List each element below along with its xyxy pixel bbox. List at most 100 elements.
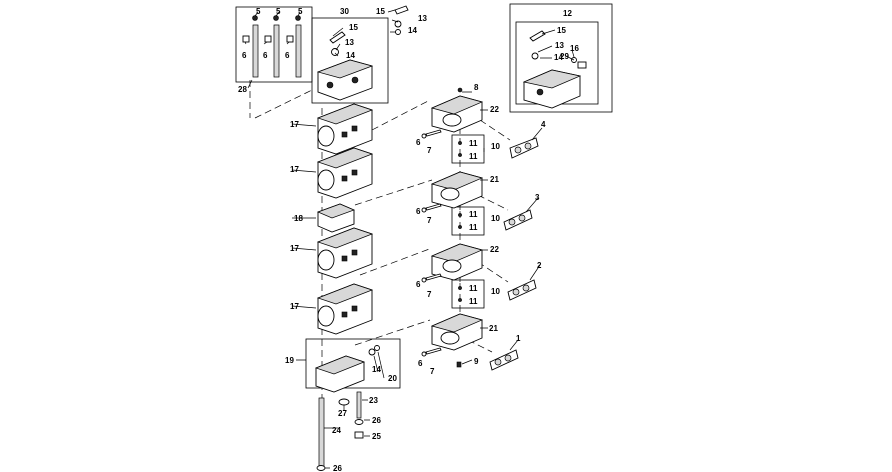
work-section-21-upper [430, 171, 484, 209]
washer-26 [354, 419, 364, 425]
gasket-3 [503, 209, 533, 231]
callout-1: 1 [516, 334, 521, 343]
work-section-21-lower [430, 313, 484, 368]
callout-23: 23 [369, 396, 378, 405]
callout-6a: 6 [242, 51, 247, 60]
callout-7c: 7 [427, 290, 432, 299]
valve-section-2 [316, 147, 374, 199]
nut-25 [354, 431, 364, 439]
callout-11f: 11 [469, 297, 478, 306]
callout-4: 4 [541, 120, 546, 129]
valve-section-4 [316, 283, 374, 335]
callout-14d: 14 [372, 365, 381, 374]
callout-27: 27 [338, 409, 347, 418]
assembly-line-top [254, 89, 313, 119]
callout-2: 2 [537, 261, 542, 270]
callout-17d: 17 [290, 302, 299, 311]
callout-6b: 6 [263, 51, 268, 60]
callout-22b: 22 [490, 245, 499, 254]
callout-26a: 26 [372, 416, 381, 425]
callout-11a: 11 [469, 139, 478, 148]
short-stud [356, 391, 362, 419]
bolt-set-2 [421, 203, 442, 213]
callout-19: 19 [285, 356, 294, 365]
seal-kit-box-1 [451, 134, 485, 164]
callout-12: 12 [563, 9, 572, 18]
callout-6d: 6 [416, 138, 421, 147]
callout-6c: 6 [285, 51, 290, 60]
gasket-1 [489, 349, 519, 371]
valve-section-1 [316, 103, 374, 155]
valve-section-3 [316, 227, 374, 279]
callout-10a: 10 [491, 142, 500, 151]
callout-3: 3 [535, 193, 540, 202]
callout-13c: 13 [555, 41, 564, 50]
callout-11e: 11 [469, 284, 478, 293]
assembly-line-22b [359, 247, 433, 276]
callout-15b: 15 [376, 7, 385, 16]
callout-26b: 26 [333, 464, 342, 472]
seal-kit-box-2 [451, 206, 485, 236]
assembly-line-21b [354, 319, 431, 346]
callout-6e: 6 [416, 207, 421, 216]
callout-6f: 6 [416, 280, 421, 289]
callout-13a: 13 [345, 38, 354, 47]
callout-7d: 7 [430, 367, 435, 376]
callout-11c: 11 [469, 210, 478, 219]
callout-17a: 17 [290, 120, 299, 129]
callout-30: 30 [340, 7, 349, 16]
callout-29: 29 [560, 52, 569, 61]
callout-11b: 11 [469, 152, 478, 161]
long-tie-rod [318, 397, 325, 467]
tie-rod-group-2 [264, 15, 280, 78]
seal-studs [458, 141, 462, 302]
callout-14a: 14 [346, 51, 355, 60]
callout-18: 18 [294, 214, 303, 223]
callout-5b: 5 [276, 7, 281, 16]
callout-16: 16 [570, 44, 579, 53]
work-section-22-top [430, 87, 484, 133]
callout-9: 9 [474, 357, 479, 366]
assembly-line-22a [371, 99, 431, 131]
assembly-line-21a [354, 179, 433, 206]
gasket-2 [507, 279, 537, 301]
callout-28: 28 [238, 85, 247, 94]
gasket-4 [509, 137, 539, 159]
callout-7a: 7 [427, 146, 432, 155]
assembly-line-3 [477, 194, 509, 211]
callout-11d: 11 [469, 223, 478, 232]
tie-rod-group-1 [242, 15, 259, 78]
alt-inlet-cover [522, 30, 587, 109]
callout-25: 25 [372, 432, 381, 441]
callout-10c: 10 [491, 287, 500, 296]
alt-cover-kit-box [509, 3, 613, 113]
callout-8: 8 [474, 83, 479, 92]
callout-14b: 14 [408, 26, 417, 35]
callout-13b: 13 [418, 14, 427, 23]
callout-21a: 21 [490, 175, 499, 184]
inlet-cover-kit-box [311, 17, 389, 104]
end-cover-kit-box [305, 338, 401, 389]
work-section-22-lower [430, 243, 484, 281]
bolt-set-4 [421, 347, 442, 357]
callout-22a: 22 [490, 105, 499, 114]
inlet-cover [316, 31, 374, 101]
relief-valve-top [394, 5, 409, 35]
callout-17c: 17 [290, 244, 299, 253]
assembly-line-2 [477, 261, 509, 283]
callout-21b: 21 [489, 324, 498, 333]
callout-10b: 10 [491, 214, 500, 223]
callout-5c: 5 [298, 7, 303, 16]
assembly-line-4 [479, 119, 511, 141]
end-cover [314, 345, 380, 393]
callout-20: 20 [388, 374, 397, 383]
callout-6g: 6 [418, 359, 423, 368]
washer-26-bottom [316, 465, 326, 471]
seal-kit-box-3 [451, 279, 485, 309]
callout-5a: 5 [256, 7, 261, 16]
callout-15c: 15 [557, 26, 566, 35]
callout-15a: 15 [349, 23, 358, 32]
bolt-set-1 [421, 129, 442, 139]
o-ring [338, 398, 350, 406]
